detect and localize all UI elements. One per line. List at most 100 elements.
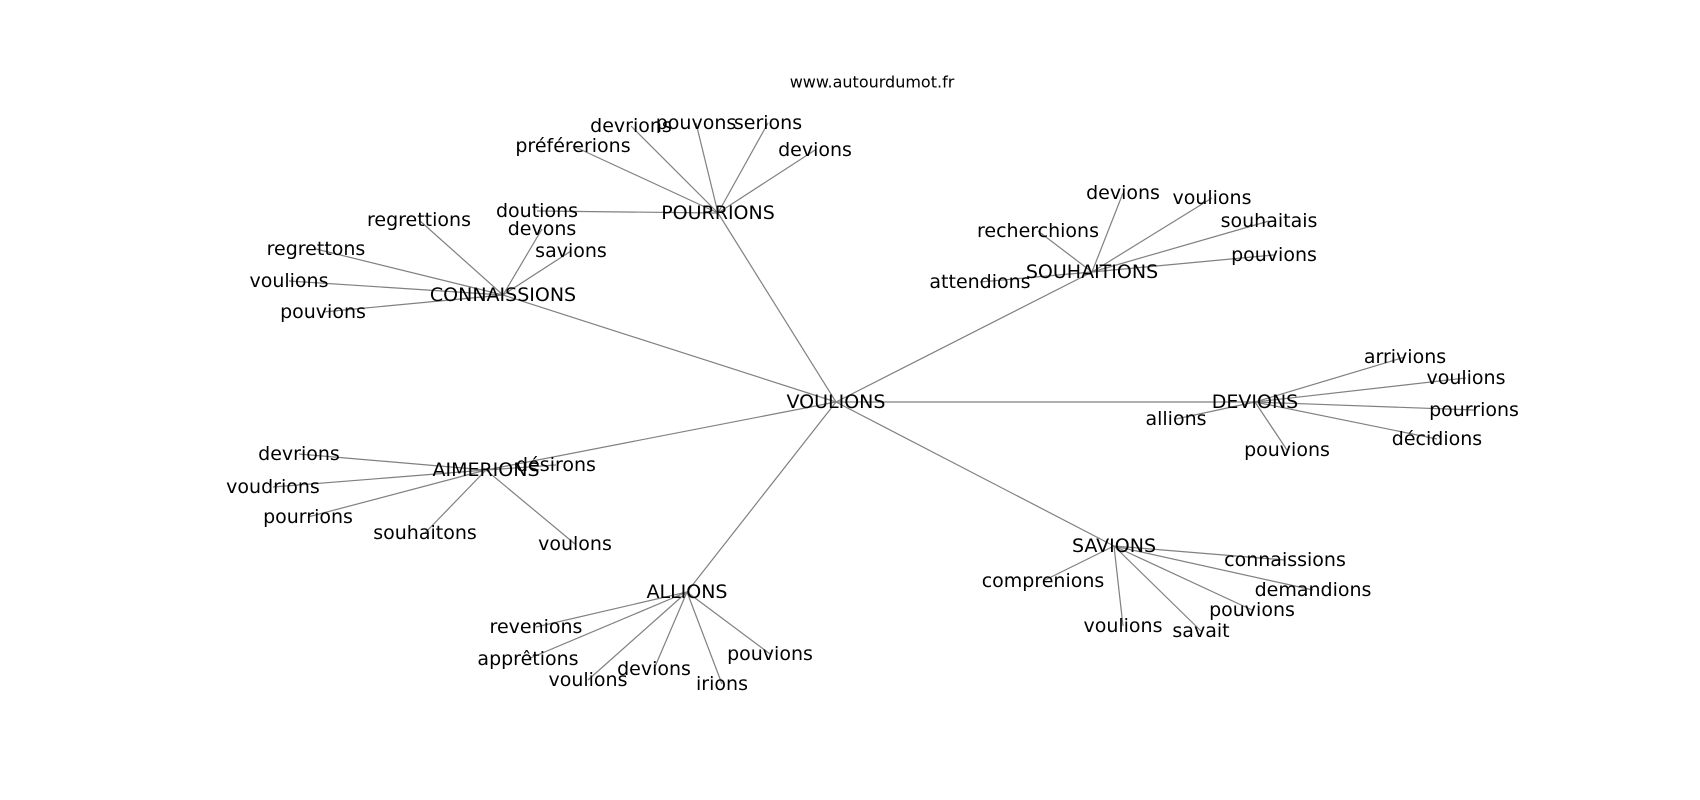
hub-node-allions: ALLIONS [646, 581, 727, 603]
edge-center-connaissions [502, 294, 837, 403]
edge-allions-leaf-0 [535, 591, 688, 628]
edge-savions-leaf-1 [1042, 545, 1115, 582]
edge-connaissions-leaf-2 [502, 228, 543, 296]
leaf-node-devions-2: pourrions [1429, 399, 1519, 421]
edge-aimerions-leaf-3 [485, 469, 576, 545]
edge-pourrions-leaf-0 [630, 125, 719, 214]
leaf-node-souhaitions-5: attendions [929, 271, 1030, 293]
leaf-node-connaissions-5: pouvions [280, 301, 366, 323]
edge-connaissions-leaf-5 [322, 294, 504, 313]
leaf-node-souhaitions-2: recherchions [977, 220, 1099, 242]
leaf-node-allions-0: revenions [490, 616, 583, 638]
leaf-node-connaissions-3: savions [535, 240, 607, 262]
edge-devions-leaf-3 [1175, 401, 1256, 420]
edge-aimerions-leaf-5 [485, 464, 557, 471]
edges-layer [272, 122, 1475, 685]
edge-souhaitions-leaf-1 [1091, 197, 1213, 273]
edge-allions-leaf-4 [587, 591, 688, 681]
edge-allions-leaf-2 [686, 591, 771, 655]
edge-devions-leaf-4 [1254, 401, 1438, 440]
edge-souhaitions-leaf-0 [1091, 192, 1124, 273]
edge-devions-leaf-5 [1254, 401, 1288, 451]
hub-node-savions: SAVIONS [1072, 535, 1156, 557]
edge-savions-leaf-2 [1113, 545, 1314, 591]
edge-center-pourrions [717, 212, 837, 403]
leaf-node-souhaitions-1: voulions [1172, 187, 1251, 209]
edge-connaissions-leaf-1 [315, 248, 504, 296]
leaf-node-aimerions-4: souhaitons [373, 522, 477, 544]
edge-savions-leaf-5 [1113, 545, 1202, 632]
edge-devions-leaf-0 [1254, 356, 1406, 403]
leaf-node-pourrions-5: doutions [496, 200, 578, 222]
center-node-voulions: VOULIONS [787, 391, 886, 413]
leaf-node-devions-1: voulions [1426, 367, 1505, 389]
hub-node-souhaitions: SOUHAITIONS [1026, 261, 1158, 283]
leaf-node-allions-5: irions [696, 673, 748, 695]
leaf-node-souhaitions-3: souhaitais [1221, 210, 1318, 232]
edge-pourrions-leaf-5 [536, 210, 719, 214]
leaf-node-savions-3: pouvions [1209, 599, 1295, 621]
leaf-node-allions-1: apprêtions [477, 648, 578, 670]
leaf-node-savions-5: savait [1172, 620, 1229, 642]
leaf-node-allions-2: pouvions [727, 643, 813, 665]
edge-aimerions-leaf-2 [307, 469, 487, 518]
hub-node-aimerions: AIMERIONS [432, 459, 539, 481]
edge-savions-leaf-3 [1113, 545, 1253, 611]
leaf-node-pourrions-3: préférerions [515, 135, 630, 157]
hub-node-connaissions: CONNAISSIONS [430, 284, 576, 306]
edge-aimerions-leaf-4 [424, 469, 487, 534]
leaf-node-connaissions-2: devons [508, 218, 577, 240]
edge-savions-leaf-4 [1113, 545, 1124, 627]
edge-pourrions-leaf-3 [572, 145, 719, 214]
leaf-node-connaissions-0: regrettions [367, 209, 471, 231]
leaf-node-aimerions-1: voudrions [226, 476, 320, 498]
edge-pourrions-leaf-4 [717, 149, 816, 214]
edge-center-savions [835, 401, 1115, 547]
edge-souhaitions-leaf-2 [1037, 230, 1093, 273]
edge-pourrions-leaf-1 [695, 122, 719, 214]
leaf-node-aimerions-0: devrions [258, 443, 340, 465]
leaf-node-pourrions-4: devions [778, 139, 852, 161]
edge-pourrions-leaf-2 [717, 122, 769, 214]
leaf-node-pourrions-1: pouvons [656, 112, 737, 134]
edge-aimerions-leaf-1 [272, 469, 487, 488]
leaf-node-savions-0: connaissions [1224, 549, 1346, 571]
site-credit: www.autourdumot.fr [790, 73, 955, 92]
leaf-node-devions-0: arrivions [1364, 346, 1446, 368]
leaf-node-savions-2: demandions [1255, 579, 1372, 601]
leaf-node-allions-4: voulions [548, 669, 627, 691]
leaf-node-devions-5: pouvions [1244, 439, 1330, 461]
edge-center-aimerions [485, 401, 837, 471]
leaf-node-souhaitions-0: devions [1086, 182, 1160, 204]
leaf-node-aimerions-2: pourrions [263, 506, 353, 528]
edge-aimerions-leaf-0 [298, 453, 487, 471]
labels-layer: www.autourdumot.fr VOULIONS devrionspouv… [226, 73, 1519, 696]
edge-allions-leaf-5 [686, 591, 723, 685]
edge-connaissions-leaf-0 [418, 219, 504, 296]
edge-devions-leaf-2 [1254, 401, 1475, 411]
leaf-node-connaissions-1: regrettons [267, 238, 366, 260]
edge-souhaitions-leaf-5 [979, 271, 1093, 283]
leaf-node-aimerions-3: voulons [538, 533, 612, 555]
leaf-node-pourrions-2: serions [734, 112, 802, 134]
edge-center-souhaitions [835, 271, 1093, 403]
edge-souhaitions-leaf-3 [1091, 220, 1270, 273]
edge-center-allions [686, 401, 837, 593]
edge-connaissions-leaf-3 [502, 250, 572, 296]
edge-souhaitions-leaf-4 [1091, 254, 1275, 273]
edge-allions-leaf-1 [527, 591, 688, 660]
edge-connaissions-leaf-4 [288, 280, 504, 296]
leaf-node-aimerions-5: désirons [516, 454, 596, 476]
leaf-node-allions-3: devions [617, 658, 691, 680]
edge-devions-leaf-1 [1254, 377, 1467, 403]
leaf-node-pourrions-0: devrions [590, 115, 672, 137]
leaf-node-souhaitions-4: pouvions [1231, 244, 1317, 266]
hub-node-devions: DEVIONS [1212, 391, 1298, 413]
leaf-node-savions-4: voulions [1083, 615, 1162, 637]
edge-savions-leaf-0 [1113, 545, 1286, 561]
leaf-node-devions-3: allions [1145, 408, 1206, 430]
leaf-node-connaissions-4: voulions [249, 270, 328, 292]
edge-allions-leaf-3 [653, 591, 688, 670]
leaf-node-savions-1: comprenions [982, 570, 1105, 592]
